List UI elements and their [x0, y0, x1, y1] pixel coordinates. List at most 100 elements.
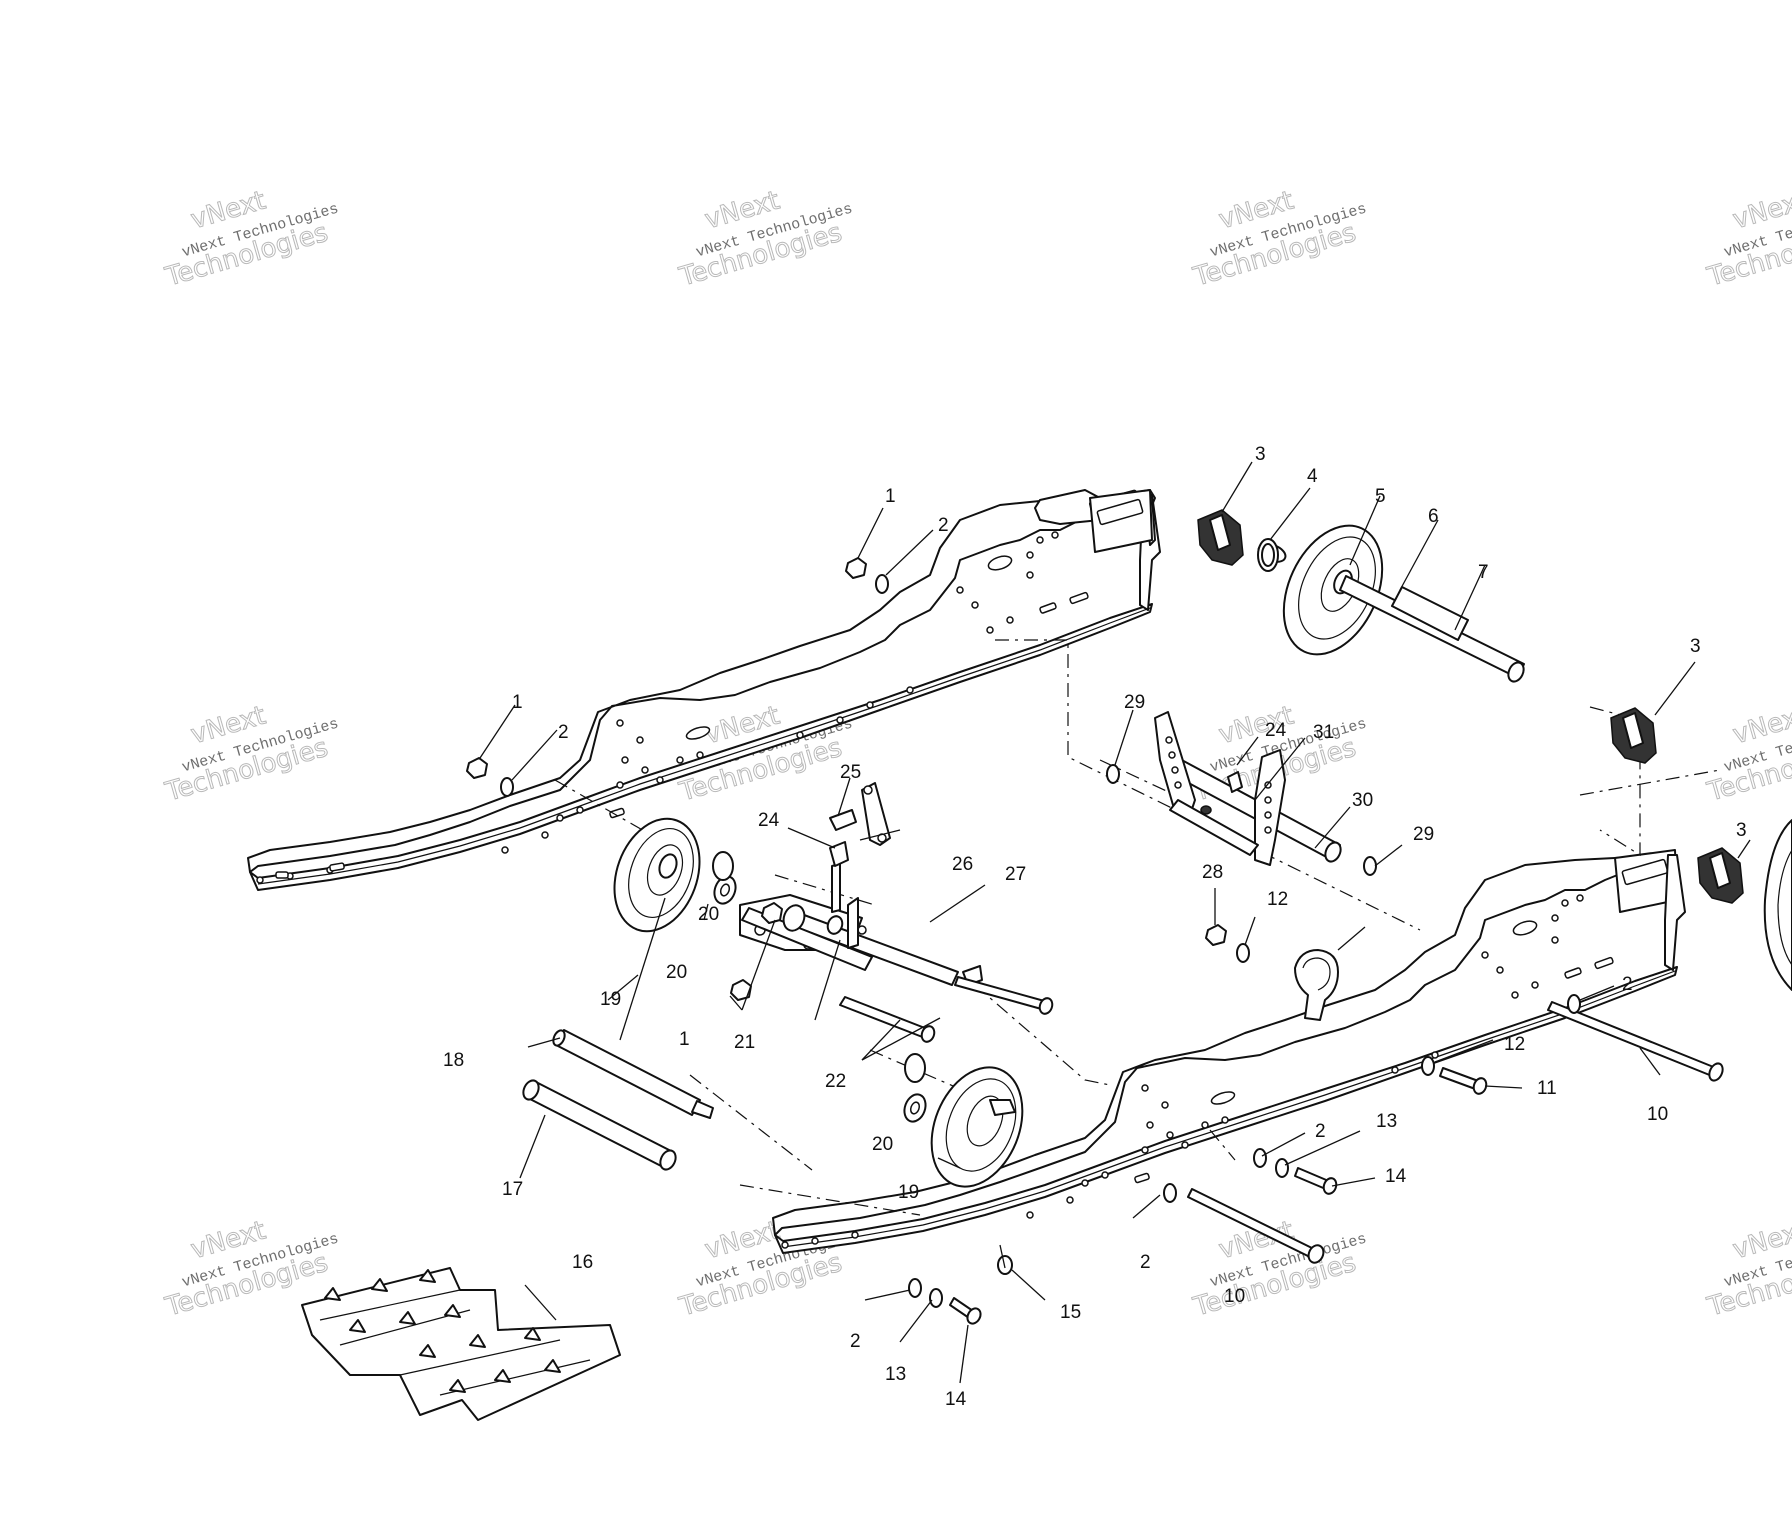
callout-25: 26: [952, 854, 973, 875]
bolts-22: [839, 976, 1054, 1043]
washer: [1163, 1183, 1177, 1203]
drawing-layer: [247, 489, 1792, 1421]
watermark: vNext vNext Technologies Technologies: [1703, 185, 1792, 293]
callout-21: 21: [734, 1032, 755, 1053]
bolt-10-lower: [1187, 1188, 1325, 1264]
washer: [500, 777, 514, 797]
watermark: vNext vNext Technologies Technologies: [1703, 1215, 1792, 1323]
washer: [1567, 994, 1581, 1014]
callout-17: 17: [502, 1179, 523, 1200]
callout-30: 30: [1352, 790, 1373, 811]
right-rail: [772, 849, 1686, 1254]
callout-2: 2: [938, 515, 949, 536]
washer: [1275, 1158, 1289, 1178]
callout-2: 2: [1315, 1121, 1326, 1142]
watermark: vNext vNext Technologies Technologies: [161, 185, 340, 293]
watermark: vNext vNext Technologies Technologies: [1703, 700, 1792, 808]
callout-16: 16: [572, 1252, 593, 1273]
callout-2: 2: [850, 1331, 861, 1352]
washer: [1253, 1148, 1267, 1168]
washer: [1421, 1056, 1435, 1076]
spacer-17: [522, 1079, 677, 1171]
nut: [845, 557, 867, 579]
bushing: [829, 841, 849, 867]
callout-19: 19: [600, 989, 621, 1010]
left-rail: [247, 489, 1161, 891]
nut: [730, 979, 752, 1001]
washer: [1261, 543, 1275, 567]
callout-3: 3: [1255, 444, 1266, 465]
callout-20: 20: [872, 1134, 893, 1155]
callout-23: 24: [1265, 720, 1287, 741]
bolt-14-lower: [949, 1297, 982, 1325]
callout-18: 18: [443, 1050, 464, 1071]
fasteners: [466, 538, 1581, 1308]
washer: [712, 851, 734, 881]
callout-4: 4: [1307, 466, 1318, 487]
callout-10: 10: [1647, 1104, 1668, 1125]
callout-20: 20: [698, 904, 719, 925]
bushing: [1227, 771, 1243, 793]
callout-13: 13: [885, 1364, 906, 1385]
callout-1: 1: [512, 692, 523, 713]
callout-31: 31: [1313, 722, 1334, 743]
callout-6: 6: [1428, 506, 1439, 527]
washer: [1106, 764, 1120, 784]
callout-24: 25: [840, 762, 861, 783]
callout-1: 1: [679, 1029, 690, 1050]
washer: [875, 574, 889, 594]
callout-12: 12: [1267, 889, 1288, 910]
callout-1: 1: [885, 486, 896, 507]
callout-3: 3: [1736, 820, 1747, 841]
washer: [929, 1288, 943, 1308]
callout-20: 20: [666, 962, 687, 983]
callout-2: 2: [558, 722, 569, 743]
bolt-10-upper: [1547, 1001, 1724, 1082]
callout-3: 3: [1690, 636, 1701, 657]
nut: [1205, 924, 1227, 946]
pivot-arm-31: [1154, 711, 1286, 866]
idler-wheel-left: [613, 817, 737, 933]
callout-11: 11: [1537, 1078, 1557, 1099]
washer: [904, 1053, 926, 1083]
callout-10: 10: [1224, 1286, 1245, 1307]
callout-2: 2: [1140, 1252, 1151, 1273]
callout-15: 15: [1060, 1302, 1081, 1323]
idler-wheel-lower: [903, 1066, 1024, 1188]
callout-14: 14: [1385, 1166, 1407, 1187]
watermark: vNext vNext Technologies Technologies: [1189, 1215, 1368, 1323]
mount-block-top: [1197, 509, 1244, 566]
callout-23: 24: [758, 810, 780, 831]
mount-block-right: [1697, 847, 1744, 904]
callout-14: 14: [945, 1389, 967, 1410]
callout-13: 13: [1376, 1111, 1397, 1132]
callout-27: 28: [1202, 862, 1223, 883]
callout-22: 22: [825, 1071, 846, 1092]
watermark: vNext vNext Technologies Technologies: [1189, 185, 1368, 293]
idler-wheel-right-edge: [1763, 819, 1792, 991]
washer: [1363, 856, 1377, 876]
callout-7: 7: [1478, 562, 1489, 583]
mount-block-mid: [1610, 707, 1657, 764]
watermark: vNext vNext Technologies Technologies: [161, 700, 340, 808]
axle-7: [1339, 575, 1525, 683]
callout-19: 19: [898, 1182, 919, 1203]
clip-28: [1294, 949, 1339, 1021]
callout-26: 27: [1005, 864, 1026, 885]
callout-29: 29: [1124, 692, 1145, 713]
callout-5: 5: [1375, 486, 1386, 507]
callout-labels: 1 2 1 2 3 4 5 6 7 3 3 29 24 31 30 29 25 …: [443, 444, 1747, 1410]
watermark: vNext vNext Technologies Technologies: [675, 185, 854, 293]
callout-29: 29: [1413, 824, 1434, 845]
callout-12: 12: [1504, 1034, 1525, 1055]
idler-wheel-upper: [1257, 524, 1384, 656]
bolt-14-right: [1294, 1167, 1338, 1195]
washer: [908, 1278, 922, 1298]
front-arm: [739, 782, 983, 986]
callout-2: 2: [1622, 974, 1633, 995]
nut: [761, 902, 783, 924]
leader-lines: [479, 461, 1751, 1384]
nut: [466, 757, 488, 779]
washer: [1236, 943, 1250, 963]
